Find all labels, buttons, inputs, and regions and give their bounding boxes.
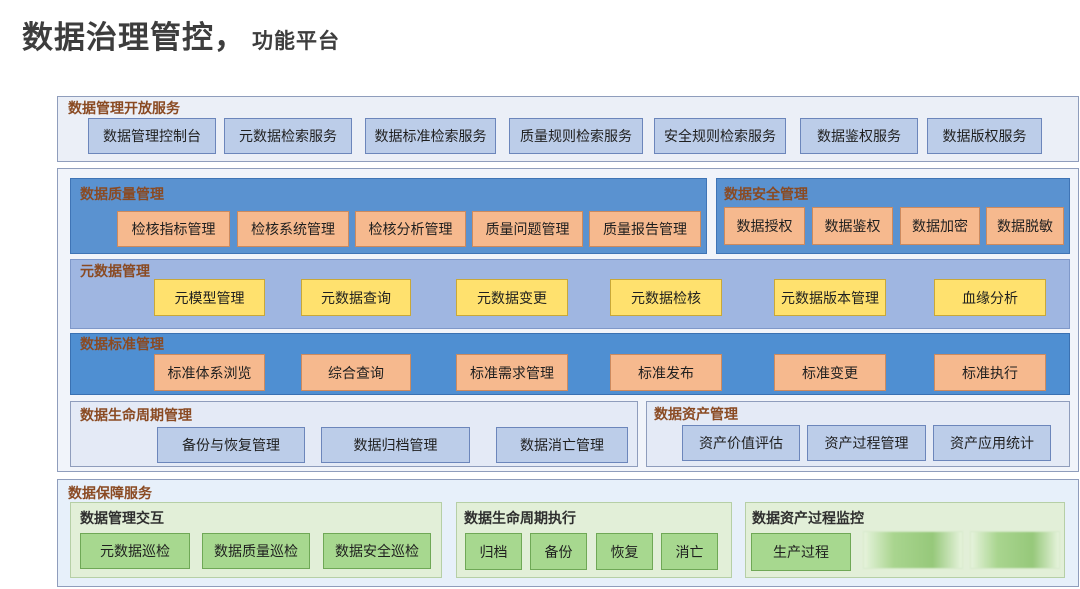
quality-heading: 数据质量管理 [80,187,164,203]
asset-item: 资产应用统计 [933,425,1051,461]
open-service-item: 数据管理控制台 [88,118,216,154]
standard-item: 标准变更 [774,354,886,391]
security-item: 数据脱敏 [986,207,1064,245]
interaction-heading: 数据管理交互 [80,511,164,527]
quality-item: 质量报告管理 [589,211,701,247]
metadata-item: 元数据查询 [301,279,411,316]
quality-item: 检核系统管理 [237,211,349,247]
interaction-item: 元数据巡检 [80,533,190,569]
lifecycle-exec-item: 归档 [465,533,522,570]
security-item: 数据加密 [900,207,980,245]
interaction-item: 数据质量巡检 [202,533,310,569]
standard-item: 综合查询 [301,354,411,391]
standard-item: 标准发布 [610,354,722,391]
security-item: 数据授权 [724,207,805,245]
lifecycle-exec-item: 消亡 [661,533,718,570]
page-title: 数据治理管控，功能平台 [22,12,340,57]
quality-item: 检核分析管理 [355,211,466,247]
asset-monitor-heading: 数据资产过程监控 [752,511,864,527]
lifecycle-exec-heading: 数据生命周期执行 [464,511,576,527]
lifecycle-exec-item: 恢复 [596,533,653,570]
open-service-item: 数据标准检索服务 [365,118,496,154]
quality-item: 检核指标管理 [117,211,230,247]
open-service-item: 元数据检索服务 [224,118,352,154]
quality-item: 质量问题管理 [472,211,583,247]
lifecycle-item: 数据消亡管理 [496,427,628,463]
page-title-main: 数据治理管控， [22,20,246,56]
security-item: 数据鉴权 [812,207,893,245]
metadata-item: 元模型管理 [154,279,265,316]
asset-heading: 数据资产管理 [654,407,738,423]
metadata-item: 元数据版本管理 [774,279,886,316]
interaction-item: 数据安全巡检 [323,533,431,569]
standard-heading: 数据标准管理 [80,337,164,353]
open-service-item: 安全规则检索服务 [654,118,786,154]
open-services-heading: 数据管理开放服务 [68,101,180,117]
standard-item: 标准体系浏览 [154,354,265,391]
metadata-item: 元数据变更 [456,279,568,316]
security-heading: 数据安全管理 [724,187,808,203]
page-title-sub: 功能平台 [252,29,340,53]
open-service-item: 质量规则检索服务 [509,118,643,154]
metadata-item: 血缘分析 [934,279,1046,316]
metadata-item: 元数据检核 [610,279,722,316]
asset-monitor-item-blurred [970,531,1060,569]
open-service-item: 数据版权服务 [927,118,1042,154]
asset-item: 资产价值评估 [682,425,800,461]
standard-item: 标准需求管理 [456,354,568,391]
asset-monitor-item: 生产过程 [751,533,851,571]
standard-item: 标准执行 [934,354,1046,391]
lifecycle-heading: 数据生命周期管理 [80,408,192,424]
asset-monitor-item-blurred [863,531,963,569]
lifecycle-item: 数据归档管理 [321,427,470,463]
asset-item: 资产过程管理 [807,425,926,461]
open-service-item: 数据鉴权服务 [800,118,918,154]
support-heading: 数据保障服务 [68,486,152,502]
metadata-heading: 元数据管理 [80,264,150,280]
lifecycle-exec-item: 备份 [530,533,587,570]
lifecycle-item: 备份与恢复管理 [157,427,305,463]
